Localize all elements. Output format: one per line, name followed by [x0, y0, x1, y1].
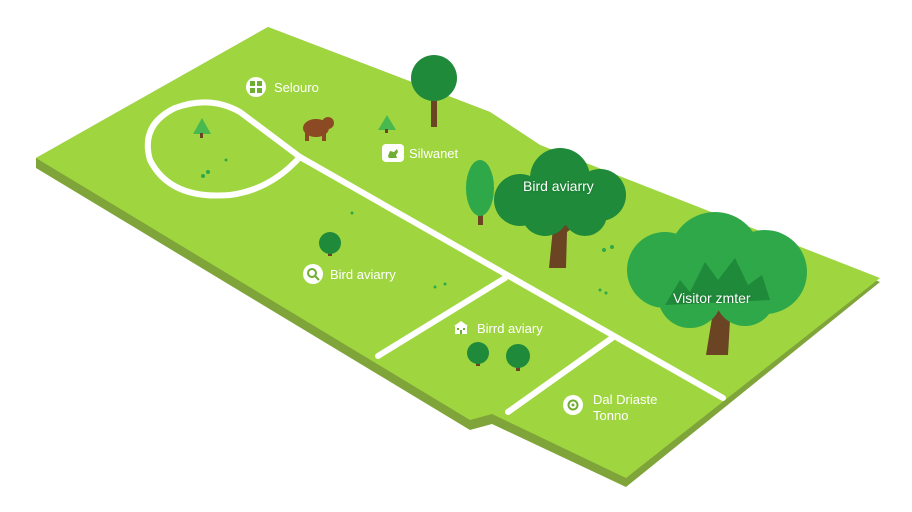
building-icon	[452, 319, 470, 337]
label-silwanet: Silwanet	[409, 146, 459, 161]
animal-icon	[382, 144, 404, 162]
small-shrub-top	[378, 115, 396, 133]
label-dal-line1: Dal Driaste	[593, 392, 658, 407]
magnifier-icon	[303, 264, 323, 284]
grass-dots	[201, 158, 772, 307]
label-visitor-center[interactable]: Visitor zmter	[673, 290, 751, 306]
path-network	[144, 99, 726, 415]
grid-icon	[246, 77, 266, 97]
main-path	[297, 154, 726, 401]
label-bird-aviarry-left: Bird aviarry	[330, 267, 396, 282]
tree-small-left	[319, 232, 341, 256]
tree-cypress	[466, 160, 494, 225]
label-bird-aviary-middle: Birrd aviary	[477, 321, 543, 336]
cross-path-2	[505, 335, 615, 415]
label-bird-aviarry-tree[interactable]: Bird aviarry	[523, 178, 594, 194]
tree-bird-aviary	[494, 148, 626, 268]
map-pin-icon	[563, 395, 583, 415]
cross-path-1	[375, 275, 508, 359]
tree-small-middle-1	[467, 342, 489, 366]
loop-path	[144, 99, 303, 199]
tree-small-middle-2	[506, 344, 530, 371]
label-selouro: Selouro	[274, 80, 319, 95]
small-shrub-loop	[193, 118, 211, 138]
bear-icon	[303, 117, 334, 141]
tree-visitor-center	[627, 212, 807, 355]
label-dal-line2: Tonno	[593, 408, 629, 423]
tree-top	[411, 55, 457, 127]
